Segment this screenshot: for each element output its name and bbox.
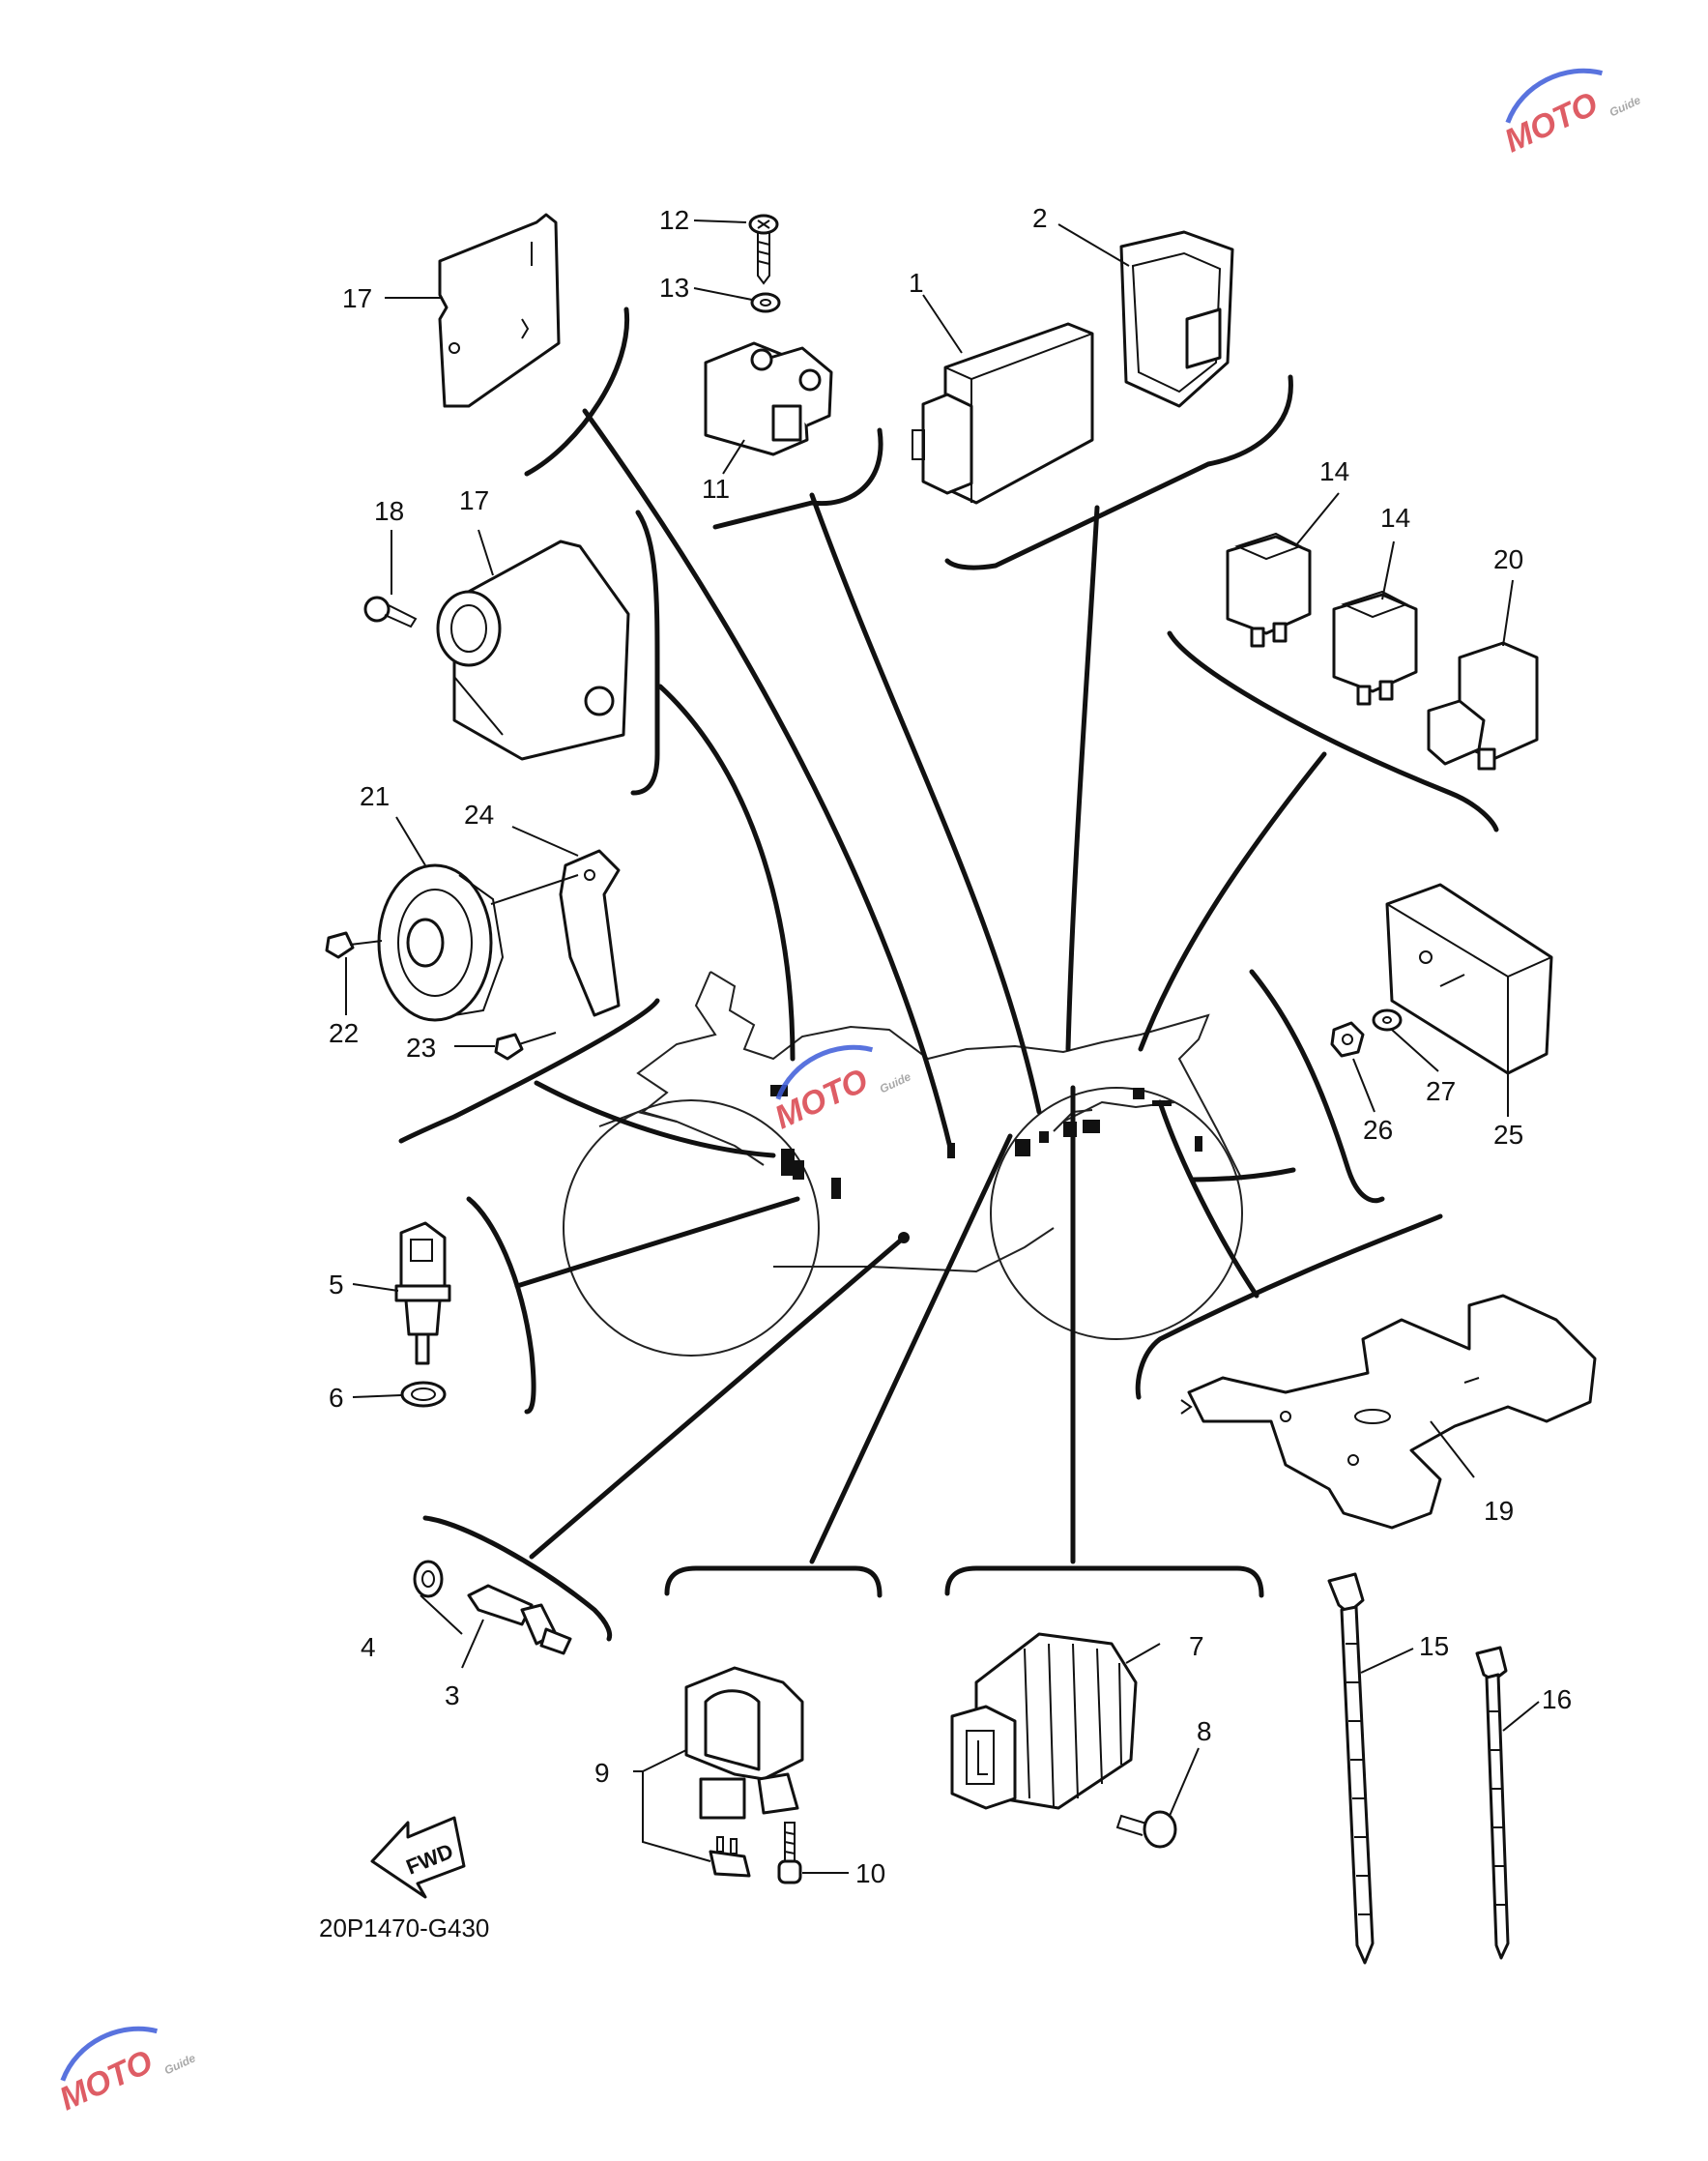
callout-12: 12 <box>659 205 689 235</box>
part-16-cable-tie <box>1475 1646 1510 1960</box>
part-6-gasket <box>400 1381 447 1408</box>
callout-2: 2 <box>1032 203 1048 233</box>
part-2-cover <box>1119 230 1234 408</box>
callout-27: 27 <box>1426 1076 1456 1106</box>
callout-21: 20 <box>1493 544 1523 574</box>
part-11-bracket <box>704 341 833 456</box>
part-1-control-unit <box>912 322 1094 505</box>
callout-14b: 14 <box>1380 503 1410 533</box>
watermark-small-top: Guide <box>1607 93 1643 119</box>
part-23-bolt-b <box>494 1032 557 1061</box>
watermark-logo-bottom: MOTO Guide <box>54 2026 198 2117</box>
callout-11: 11 <box>702 474 730 504</box>
part-21-flasher <box>1427 641 1539 771</box>
part-7-rectifier <box>950 1632 1138 1810</box>
callout-4: 4 <box>361 1632 376 1662</box>
part-24-stay <box>559 849 621 1017</box>
callout-6: 6 <box>329 1383 344 1413</box>
watermark-small-center: Guide <box>878 1069 913 1095</box>
watermark-text-center: MOTO <box>769 1062 874 1136</box>
callout-22: 21 <box>360 781 390 811</box>
callout-5: 5 <box>329 1270 344 1300</box>
watermark-text-top: MOTO <box>1499 85 1604 160</box>
callout-1: 1 <box>909 268 924 298</box>
part-5-sensor <box>394 1221 451 1365</box>
part-25-battery-box <box>1385 883 1553 1075</box>
watermark-small-bottom: Guide <box>162 2051 198 2077</box>
part-14-relay-b <box>1332 590 1418 706</box>
callout-3: 3 <box>445 1680 460 1710</box>
callout-18: 17 <box>459 485 489 515</box>
leader-lines <box>345 219 1540 1874</box>
part-20-plate <box>438 213 561 408</box>
callout-8: 8 <box>1197 1716 1212 1746</box>
part-8-bolt <box>1115 1810 1177 1849</box>
callout-7: 7 <box>1189 1631 1204 1661</box>
part-18-holder <box>436 540 630 761</box>
part-12-screw <box>748 214 779 285</box>
callout-26: 26 <box>1363 1115 1393 1145</box>
diagram-code: 20P1470-G430 <box>319 1913 489 1942</box>
part-14-relay-a <box>1226 532 1312 648</box>
part-23-bolt-a <box>325 931 383 959</box>
group-brackets <box>398 307 1499 1642</box>
part-17-plate <box>1180 1294 1597 1530</box>
motorcycle-outline <box>563 971 1243 1357</box>
watermark-logo-center: MOTO Guide <box>769 1044 913 1136</box>
part-22-horn <box>377 863 505 1022</box>
part-10-bolt <box>777 1822 802 1884</box>
part-26-nut <box>1330 1021 1365 1058</box>
part-9-starter-relay <box>684 1666 804 1878</box>
part-13-washer <box>750 292 781 313</box>
fwd-arrow-icon: FWD <box>370 1816 466 1899</box>
watermark-logo-top: MOTO Guide <box>1499 68 1643 160</box>
callout-25: 25 <box>1493 1120 1523 1150</box>
part-4-washer <box>413 1560 444 1598</box>
connection-wires <box>514 408 1327 1564</box>
callout-24: 24 <box>464 800 494 830</box>
callout-10: 10 <box>855 1858 885 1888</box>
callout-20: 17 <box>342 283 372 313</box>
callout-23b: 23 <box>406 1033 436 1063</box>
callout-15: 15 <box>1419 1631 1449 1661</box>
watermark-text-bottom: MOTO <box>54 2043 159 2117</box>
part-19-bolt <box>363 596 418 628</box>
callout-13: 13 <box>659 273 689 303</box>
callout-19: 18 <box>374 496 404 526</box>
callout-labels: 17 12 13 11 1 2 14 14 20 18 17 21 24 22 … <box>329 203 1572 1888</box>
callout-17: 19 <box>1484 1496 1514 1526</box>
part-27-washer <box>1372 1008 1403 1032</box>
part-3-switch <box>467 1584 572 1655</box>
callout-23a: 22 <box>329 1018 359 1048</box>
callout-9: 9 <box>594 1758 610 1788</box>
callout-14a: 14 <box>1319 456 1349 486</box>
callout-16: 16 <box>1542 1684 1572 1714</box>
part-15-cable-tie <box>1327 1572 1375 1965</box>
